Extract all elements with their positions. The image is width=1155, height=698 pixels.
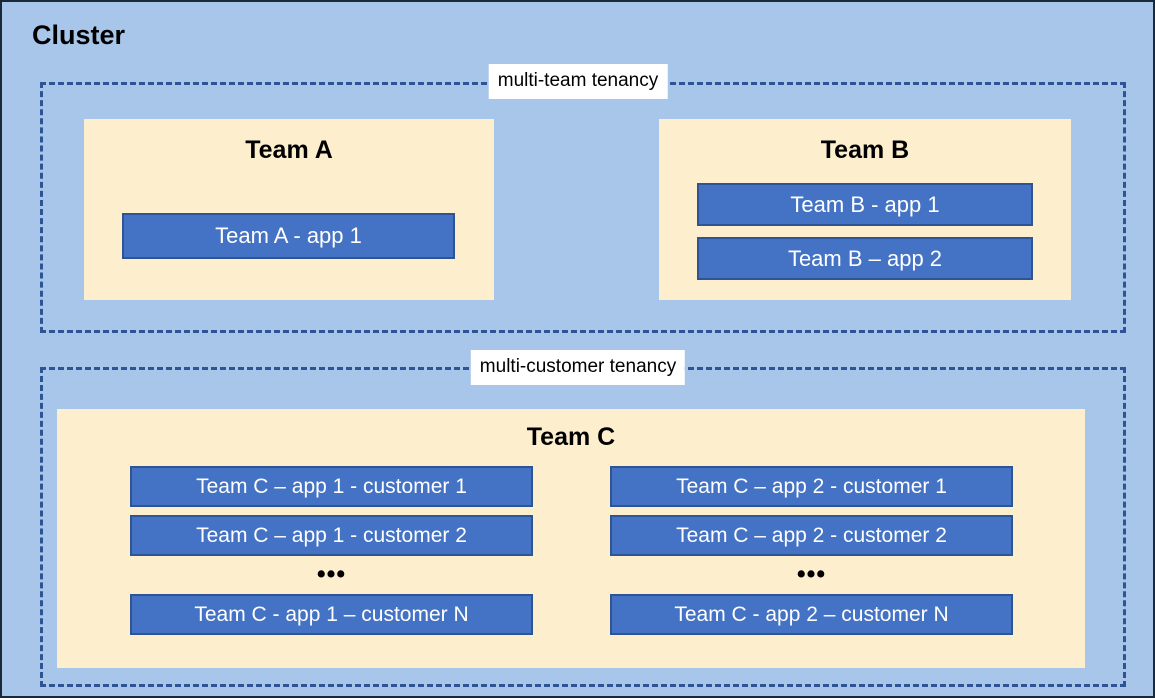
- cluster-title: Cluster: [32, 20, 126, 50]
- team-c-app-1-column: Team C – app 1 - customer 1 Team C – app…: [130, 466, 533, 635]
- team-b-app-list: Team B - app 1 Team B – app 2: [697, 183, 1033, 280]
- app-box-team-b-app-1[interactable]: Team B - app 1: [697, 183, 1033, 226]
- team-b-heading: Team B: [820, 136, 910, 164]
- app-box-team-c-app-1-customer-n[interactable]: Team C - app 1 – customer N: [130, 594, 533, 635]
- team-c-heading: Team C: [526, 423, 616, 451]
- app-box-team-c-app-2-customer-2[interactable]: Team C – app 2 - customer 2: [610, 515, 1013, 556]
- app-box-team-c-app-1-customer-1[interactable]: Team C – app 1 - customer 1: [130, 466, 533, 507]
- team-c-app-2-column: Team C – app 2 - customer 1 Team C – app…: [610, 466, 1013, 635]
- app-box-team-c-app-2-customer-n[interactable]: Team C - app 2 – customer N: [610, 594, 1013, 635]
- team-panel-team-a: Team A Team A - app 1: [84, 119, 494, 300]
- app-box-team-c-app-2-customer-1[interactable]: Team C – app 2 - customer 1: [610, 466, 1013, 507]
- team-c-app-2-ellipsis: •••: [796, 560, 827, 588]
- app-box-team-c-app-1-customer-2[interactable]: Team C – app 1 - customer 2: [130, 515, 533, 556]
- app-box-team-a-app-1[interactable]: Team A - app 1: [122, 213, 455, 259]
- team-c-app-1-ellipsis: •••: [316, 560, 347, 588]
- team-a-heading: Team A: [245, 136, 333, 164]
- team-panel-team-c: Team C Team C – app 1 - customer 1 Team …: [57, 409, 1085, 668]
- zone-label-multi-customer-tenancy: multi-customer tenancy: [470, 350, 686, 385]
- team-c-columns: Team C – app 1 - customer 1 Team C – app…: [57, 466, 1085, 635]
- team-a-app-list: Team A - app 1: [122, 213, 455, 259]
- app-box-team-b-app-2[interactable]: Team B – app 2: [697, 237, 1033, 280]
- zone-label-multi-team-tenancy: multi-team tenancy: [488, 64, 668, 99]
- team-panel-team-b: Team B Team B - app 1 Team B – app 2: [659, 119, 1071, 300]
